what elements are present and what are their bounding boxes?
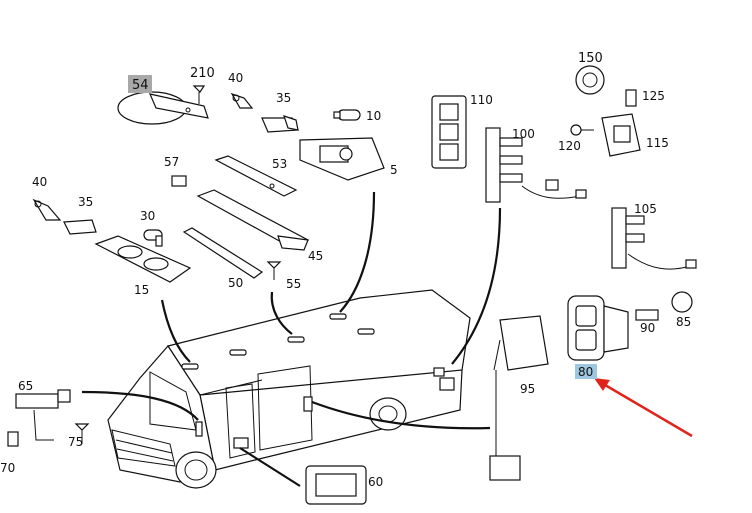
callout-115: 115 — [646, 136, 669, 150]
pointer-arrow — [594, 378, 693, 438]
part-54-lamp-base — [117, 91, 209, 125]
callout-53: 53 — [272, 157, 287, 171]
part-5-lamp — [299, 137, 385, 181]
callout-54-highlight — [128, 75, 152, 93]
callout-210: 210 — [190, 66, 215, 81]
part-90-bolt — [635, 309, 659, 321]
part-70-clip — [7, 431, 19, 447]
callout-75: 75 — [68, 435, 83, 449]
part-40-terminal-top — [230, 92, 254, 109]
callout-35-left: 35 — [78, 195, 93, 209]
part-125-plug — [625, 89, 637, 107]
callout-5: 5 — [390, 163, 398, 177]
callout-105: 105 — [634, 202, 657, 216]
callout-40-left: 40 — [32, 175, 47, 189]
part-60-lamp — [305, 465, 367, 505]
part-115-bracket — [601, 113, 641, 157]
callout-60: 60 — [368, 475, 383, 489]
callout-90: 90 — [640, 321, 655, 335]
part-40-terminal-left — [32, 198, 62, 221]
part-57-clip — [171, 175, 187, 187]
callout-30: 30 — [140, 209, 155, 223]
callout-95: 95 — [520, 382, 535, 396]
callout-100: 100 — [512, 127, 535, 141]
leader-lines — [81, 191, 502, 487]
callout-80-highlight — [575, 364, 597, 379]
callout-57: 57 — [164, 155, 179, 169]
callout-54: 54 — [132, 78, 149, 93]
callout-70: 70 — [0, 461, 15, 475]
part-35-connector-left — [63, 219, 97, 235]
part-55-screw — [266, 261, 282, 280]
callout-35-top: 35 — [276, 91, 291, 105]
callout-80: 80 — [578, 365, 593, 379]
callout-40-top: 40 — [228, 71, 243, 85]
callout-15: 15 — [134, 283, 149, 297]
part-15-lamp — [94, 235, 192, 283]
callout-45: 45 — [308, 249, 323, 263]
part-85-cap — [671, 291, 693, 313]
part-45-lens — [196, 189, 310, 251]
part-75-screw — [74, 423, 90, 444]
callout-65: 65 — [18, 379, 33, 393]
part-80-switch — [567, 295, 629, 361]
part-105-switch-block — [611, 207, 697, 270]
callout-120: 120 — [558, 139, 581, 153]
part-150-grommet — [575, 65, 605, 95]
part-30-bulb — [143, 229, 163, 247]
part-10-bulb — [333, 109, 361, 121]
callout-55: 55 — [286, 277, 301, 291]
part-100-switch-block — [485, 127, 587, 203]
callout-150: 150 — [578, 51, 603, 66]
part-110-switch-panel — [431, 95, 467, 169]
callout-85: 85 — [676, 315, 691, 329]
callout-125: 125 — [642, 89, 665, 103]
callout-110: 110 — [470, 93, 493, 107]
part-53-strip — [214, 155, 298, 197]
part-210-screw — [192, 85, 206, 104]
part-95-relay — [489, 315, 549, 481]
callout-labels: 54 210 40 35 10 57 53 5 40 35 30 45 50 5… — [0, 51, 691, 489]
callout-50: 50 — [228, 276, 243, 290]
part-65-harness — [15, 389, 71, 441]
callout-10: 10 — [366, 109, 381, 123]
part-50-tube — [182, 227, 264, 279]
part-35-connector-top — [261, 115, 299, 133]
van-outline — [107, 289, 471, 489]
part-120-screw — [570, 124, 594, 136]
